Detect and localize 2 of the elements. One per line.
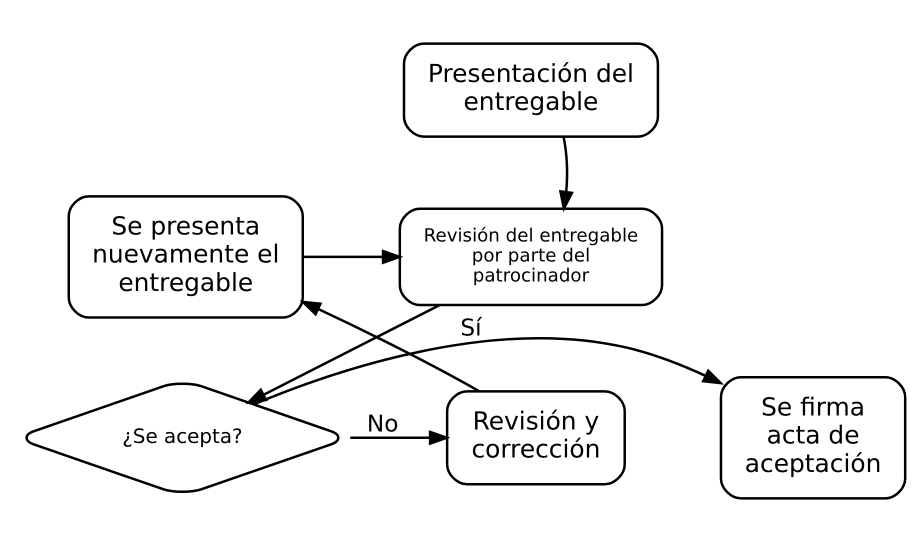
edge-label: Sí — [460, 314, 482, 341]
edge-label: No — [366, 410, 398, 437]
